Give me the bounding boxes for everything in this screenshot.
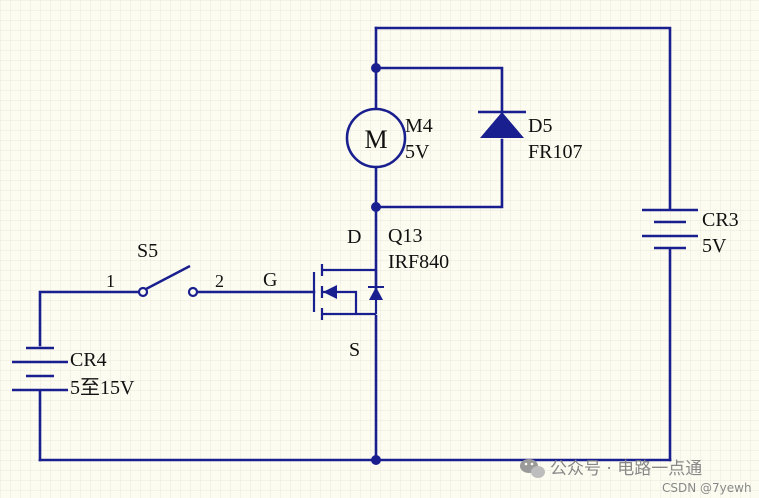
wire-top-right — [374, 26, 672, 210]
junction-dot — [371, 202, 381, 212]
watermark-credit: CSDN @7yewh — [662, 481, 752, 495]
diode-value: FR107 — [528, 141, 582, 163]
watermark-channel: 公众号 · 电路一点通 — [550, 459, 702, 479]
battery-left-symbol — [12, 346, 68, 392]
diode-ref: D5 — [528, 115, 552, 137]
wechat-icon — [520, 459, 545, 478]
switch-pin2: 2 — [215, 271, 224, 291]
junction-dot — [371, 63, 381, 73]
wires — [38, 26, 672, 462]
battery-right-symbol — [642, 208, 698, 250]
switch-symbol — [137, 264, 199, 298]
mosfet-arrow — [323, 285, 337, 299]
mosfet-ref: Q13 — [388, 225, 422, 247]
switch-pin1: 1 — [106, 271, 115, 291]
wire-diode-bottom — [374, 138, 504, 209]
battery-left-value: 5至15V — [70, 377, 135, 399]
junctions — [371, 63, 381, 465]
diode-symbol — [478, 110, 526, 138]
switch-ref: S5 — [137, 240, 158, 262]
wire-left-upper — [38, 290, 142, 347]
battery-left-ref: CR4 — [70, 349, 107, 371]
mosfet-gate-label: G — [263, 269, 277, 291]
mosfet-body-diode — [369, 287, 383, 300]
battery-right-ref: CR3 — [702, 209, 739, 231]
motor-ref: M4 — [405, 115, 433, 137]
battery-right-value: 5V — [702, 235, 727, 257]
motor-value: 5V — [405, 141, 430, 163]
mosfet-source-label: S — [349, 339, 360, 361]
mosfet-drain-label: D — [347, 226, 361, 248]
motor-symbol: M — [345, 107, 407, 169]
wire-diode-top — [374, 66, 504, 112]
mosfet-value: IRF840 — [388, 251, 449, 273]
junction-dot — [371, 455, 381, 465]
motor-symbol-letter: M — [364, 125, 387, 154]
